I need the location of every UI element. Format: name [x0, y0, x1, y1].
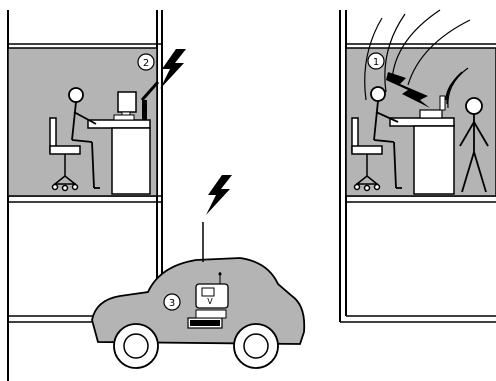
- wheel: [233, 323, 279, 369]
- lightning-icon: [386, 72, 430, 108]
- lightning-icon: [160, 49, 186, 89]
- car-icon: 3 V: [91, 222, 306, 369]
- office-room-left: 2: [7, 47, 158, 197]
- computer-icon: [113, 91, 147, 121]
- radio-wave-icon: [364, 9, 471, 109]
- chair-icon: [351, 117, 383, 192]
- office-room-right: 1: [345, 47, 496, 197]
- chair-icon: [49, 117, 81, 192]
- person-icon: [459, 97, 489, 193]
- person-icon: [370, 86, 402, 189]
- svg-text:1: 1: [373, 57, 379, 68]
- lightning-icon: [206, 175, 232, 215]
- svg-text:2: 2: [143, 58, 149, 69]
- label-badge-2: 2: [137, 53, 155, 71]
- lightning-arrow: [140, 81, 160, 101]
- svg-text:3: 3: [169, 298, 175, 309]
- svg-text:V: V: [207, 297, 213, 306]
- desk: [389, 117, 455, 195]
- person-icon: [68, 87, 100, 189]
- computer-icon: [419, 95, 446, 119]
- label-badge-3: 3: [163, 293, 181, 311]
- laptop-icon: V: [187, 272, 229, 329]
- label-badge-1: 1: [367, 52, 385, 70]
- wheel: [113, 323, 159, 369]
